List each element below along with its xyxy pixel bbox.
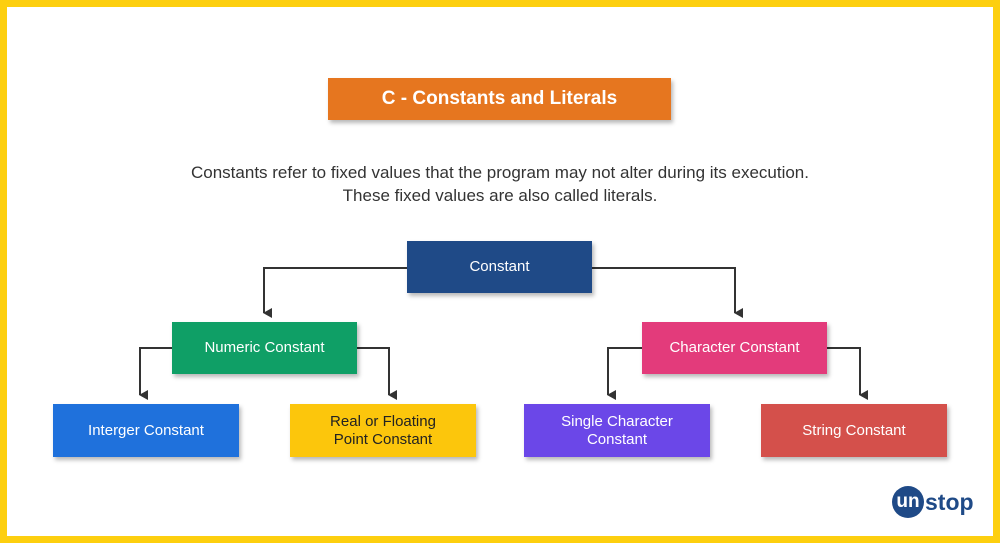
node-single-character-constant: Single Character Constant [524,404,710,457]
node-constant: Constant [407,241,592,293]
node-constant-label: Constant [469,258,530,275]
diagram-title-text: C - Constants and Literals [381,87,618,109]
node-numeric-constant: Numeric Constant [172,322,357,374]
unstop-logo: un stop [892,486,974,518]
node-real-line-1: Real or Floating [330,412,436,430]
node-string-constant: String Constant [761,404,947,457]
node-single-line-2: Constant [586,430,648,448]
logo-badge: un [892,486,924,518]
node-character-constant: Character Constant [642,322,827,374]
node-integer-constant: Interger Constant [53,404,239,457]
description-line-1: Constants refer to fixed values that the… [191,163,809,182]
node-real-constant-label: Real or Floating Point Constant [330,413,436,449]
node-real-constant: Real or Floating Point Constant [290,404,476,457]
node-numeric-constant-label: Numeric Constant [204,339,325,356]
node-real-line-2: Point Constant [333,430,433,448]
description-line-2: These fixed values are also called liter… [342,186,658,205]
node-integer-constant-label: Interger Constant [88,421,204,439]
node-single-character-label: Single Character Constant [561,413,673,449]
logo-text: stop [925,488,974,515]
node-character-constant-label: Character Constant [669,339,800,356]
diagram-title: C - Constants and Literals [328,78,671,120]
node-single-line-1: Single Character [561,412,673,430]
node-string-constant-label: String Constant [802,421,906,439]
